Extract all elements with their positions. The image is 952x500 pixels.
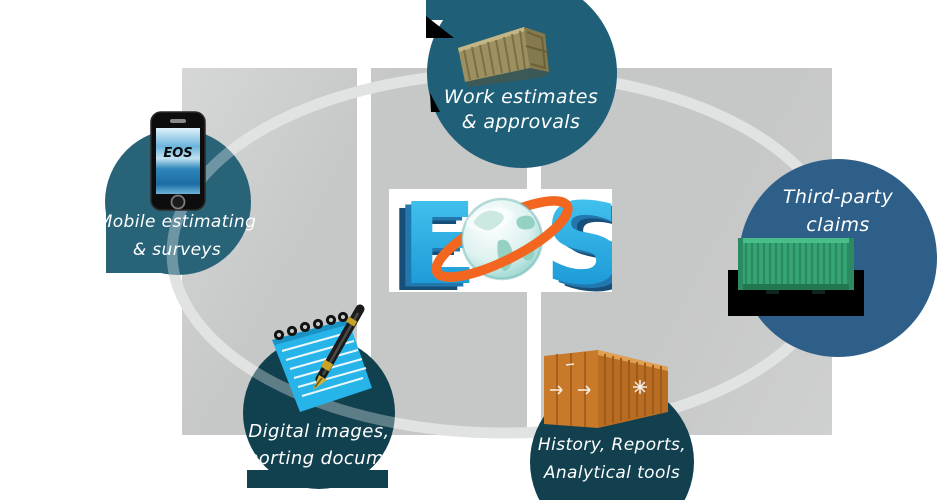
- digital-caption-line2: supporting documents: [243, 448, 395, 469]
- digital-caption-line1: Digital images,: [248, 421, 390, 442]
- top-circle-artifacts: [426, 16, 454, 112]
- third-party-caption-line2: claims: [806, 214, 870, 236]
- globe-icon: [431, 196, 573, 282]
- third-party-caption-line1: Third-party: [782, 186, 894, 208]
- work-estimates-caption-line2: & approvals: [461, 111, 581, 133]
- mobile-caption-line2: & surveys: [132, 240, 222, 260]
- green-container-icon: [738, 238, 854, 294]
- smartphone-icon: EOS: [150, 111, 206, 211]
- wooden-container-icon: [458, 27, 549, 87]
- logo-letter-s: S: [544, 189, 612, 292]
- history-caption-line2: Analytical tools: [543, 463, 681, 483]
- notepad-pen-icon: [272, 304, 372, 412]
- digital-circle-flat-bottom: [247, 470, 388, 488]
- history-caption-line1: History, Reports,: [537, 435, 687, 455]
- phone-screen-label: EOS: [163, 146, 192, 161]
- mobile-caption-line1: Mobile estimating: [97, 212, 257, 232]
- orange-container-icon: [544, 350, 668, 428]
- eos-logo: E E E S S S: [389, 189, 612, 292]
- work-estimates-caption-line1: Work estimates: [443, 86, 599, 108]
